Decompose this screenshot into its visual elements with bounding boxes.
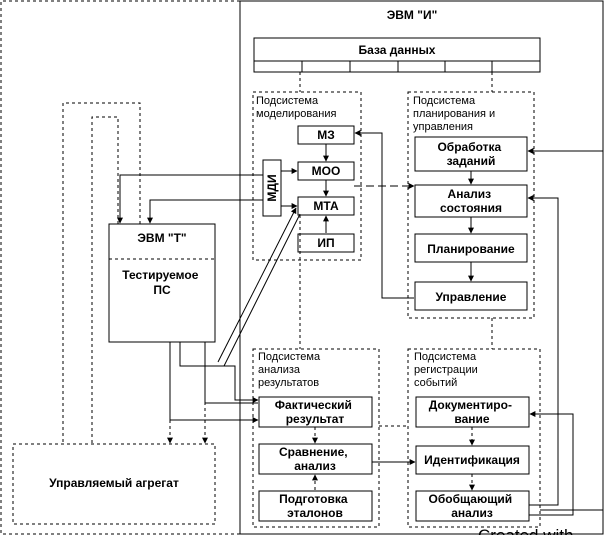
plan-label: Планирование [427,242,515,256]
reference-label-line: эталонов [287,506,343,520]
modeling-heading-line: Подсистема [256,95,319,107]
actual-label-line: результат [286,412,345,426]
summary-label: Обобщающий анализ [429,492,516,520]
events-heading: Подсистема регистрации событий [414,351,481,389]
planning-heading-line: Подсистема [413,95,476,107]
actual-label-line: Фактический [275,398,352,412]
compare-label: Сравнение, анализ [279,445,351,473]
aggregate-label: Управляемый агрегат [49,476,179,490]
compare-label-line: анализ [294,459,336,473]
evm-t-body-line: ПС [153,283,171,297]
state-label-line: Анализ [448,187,492,201]
analysis-heading-line: Подсистема [258,351,321,363]
doc-label-line: Документиро- [429,398,512,412]
doc-box [415,396,530,428]
mdi-box [262,159,282,217]
planning-subsystem: Подсистема планирования и управления Обр… [407,91,535,319]
evm-t-body-line: Тестируемое [122,268,198,282]
modeling-heading-line: моделирования [256,108,336,120]
tasks-label: Обработка заданий [437,140,504,168]
control-box [414,281,528,311]
reference-label: Подготовка эталонов [279,492,351,520]
reference-box [258,490,373,522]
outer-frame [0,0,240,535]
doc-label-line: вание [454,412,490,426]
modeling-heading: Подсистема моделирования [256,95,336,120]
events-heading-line: регистрации [414,364,478,376]
events-heading-line: Подсистема [414,351,477,363]
aggregate-block: Управляемый агрегат [12,443,216,525]
tasks-label-line: Обработка [437,140,501,154]
modeling-subsystem: Подсистема моделирования МЗ МОО МТА ИП М… [252,91,362,261]
doc-label: Документиро- вание [429,398,516,426]
ident-label: Идентификация [424,453,520,467]
compare-box [258,443,373,475]
state-label: Анализ состояния [440,187,502,215]
connectors [62,72,603,516]
evm-t-title: ЭВМ "Т" [137,231,186,245]
evm-i-frame [239,0,604,535]
database-title: База данных [359,43,436,57]
reference-label-line: Подготовка [279,492,348,506]
planning-heading-line: управления [413,121,473,133]
analysis-heading-line: результатов [258,377,319,389]
analysis-subsystem: Подсистема анализа результатов Фактическ… [252,348,380,528]
evm-i-title: ЭВМ "И" [387,8,438,22]
actual-label: Фактический результат [275,398,355,426]
events-heading-line: событий [414,377,457,389]
state-box [414,184,528,218]
events-subsystem: Подсистема регистрации событий Документи… [407,348,541,528]
compare-label-line: Сравнение, [279,445,348,459]
evm-t-body: Тестируемое ПС [122,268,201,297]
database-block: База данных [253,37,541,73]
watermark: Created with [478,526,573,535]
summary-label-line: Обобщающий [429,492,513,506]
analysis-heading-line: анализа [258,364,301,376]
mz-label: МЗ [317,128,335,142]
control-label: Управление [436,290,507,304]
mta-box [297,196,355,216]
ip-label: ИП [317,236,334,250]
planning-heading: Подсистема планирования и управления [413,95,498,133]
planning-heading-line: планирования и [413,108,495,120]
mdi-label: МДИ [265,174,279,201]
analysis-heading: Подсистема анализа результатов [258,351,323,389]
tasks-box [414,136,528,172]
tasks-label-line: заданий [447,154,496,168]
evm-t-block: ЭВМ "Т" Тестируемое ПС [108,223,216,343]
ip-box [297,233,355,253]
state-label-line: состояния [440,201,502,215]
moo-label: МОО [312,164,341,178]
plan-box [414,233,528,263]
summary-label-line: анализ [451,506,493,520]
summary-box [415,490,530,522]
mta-label: МТА [313,199,339,213]
